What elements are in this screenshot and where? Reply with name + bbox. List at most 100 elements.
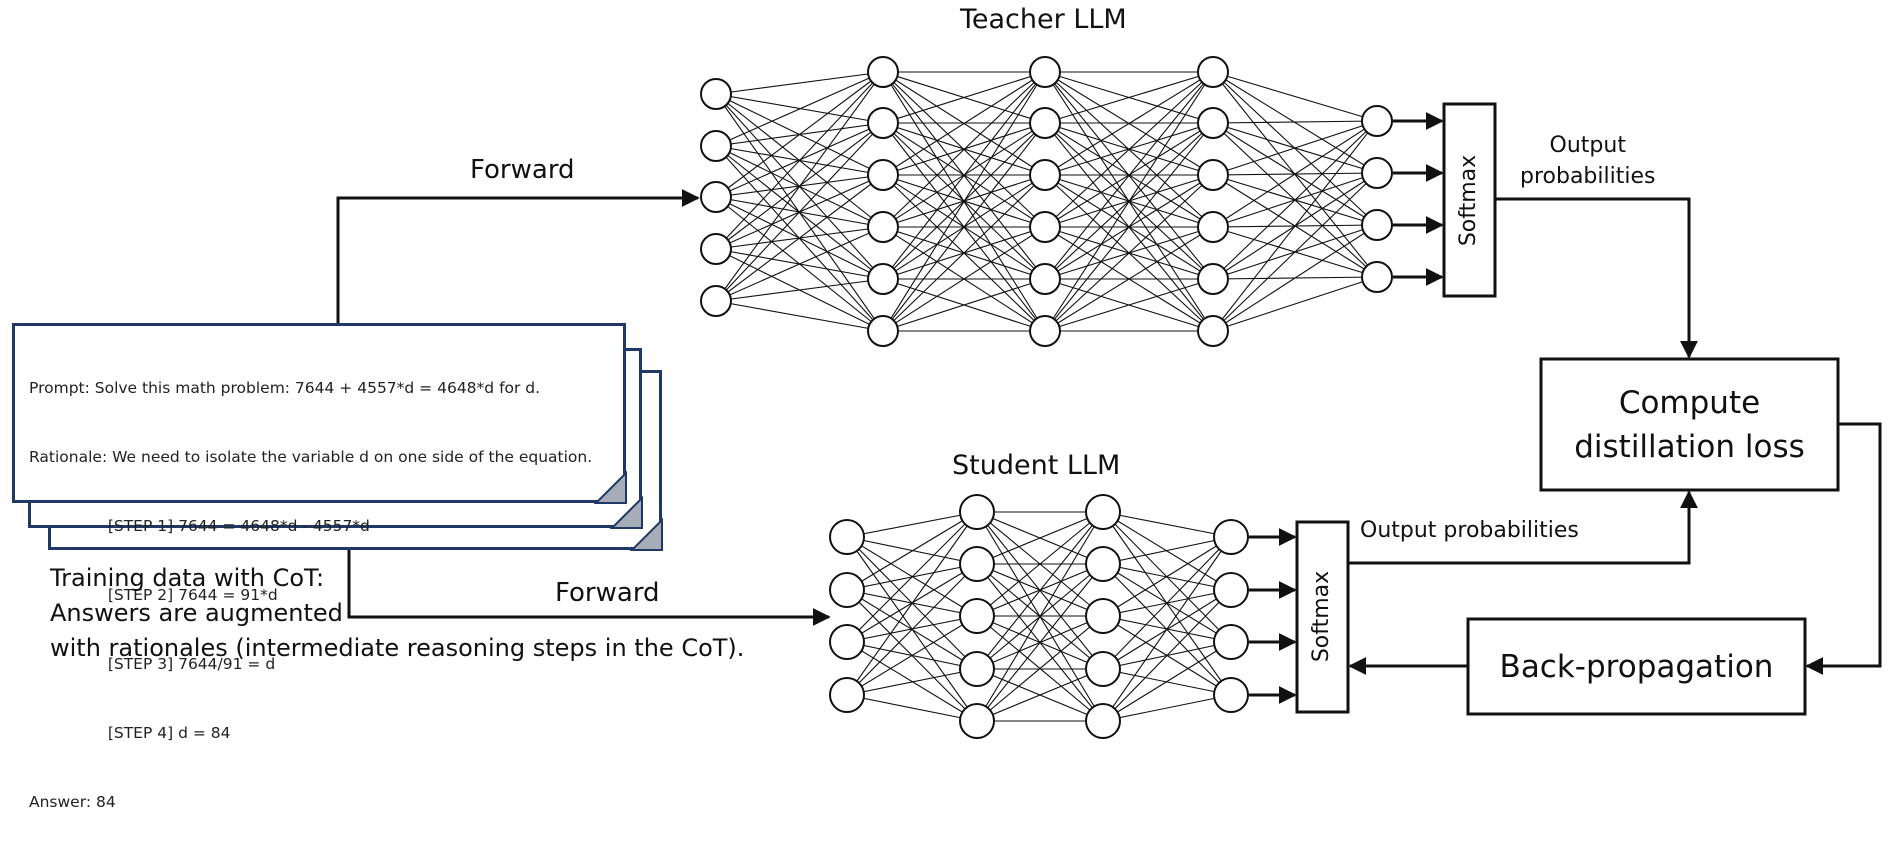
student-neuron xyxy=(1213,677,1249,713)
document-line: Prompt: Solve this math problem: 7644 + … xyxy=(29,379,541,397)
teacher-neuron xyxy=(1029,107,1061,139)
teacher-edge xyxy=(1212,276,1378,332)
document-line: Rationale: We need to isolate the variab… xyxy=(29,448,593,466)
teacher-neuron xyxy=(1361,157,1393,189)
student-edge xyxy=(846,511,978,591)
teacher-neuron xyxy=(1029,56,1061,88)
teacher-neuron xyxy=(1029,263,1061,295)
student-output-label: Output probabilities xyxy=(1360,518,1579,543)
student-neuron xyxy=(959,546,995,582)
student-neuron xyxy=(829,519,865,555)
student-edge xyxy=(846,615,978,696)
student-neuron xyxy=(1213,519,1249,555)
student-neuron xyxy=(829,677,865,713)
teacher-forward-label: Forward xyxy=(470,155,575,185)
teacher-neuron xyxy=(867,159,899,191)
teacher-neuron xyxy=(700,78,732,110)
teacher-edge xyxy=(1212,224,1378,332)
student-neuron xyxy=(1085,703,1121,739)
caption: Training data with CoT: Answers are augm… xyxy=(50,561,744,666)
fold-corner-back xyxy=(629,517,663,551)
distillation-loss-box xyxy=(1539,357,1840,492)
student-edge xyxy=(976,563,1104,722)
teacher-neuron xyxy=(1197,107,1229,139)
student-neuron xyxy=(959,598,995,634)
student-edge xyxy=(976,511,1104,722)
teacher-edge xyxy=(1212,120,1378,124)
teacher-neuron xyxy=(700,130,732,162)
teacher-edge xyxy=(1044,278,1214,332)
student-edge xyxy=(1102,511,1232,538)
teacher-edge xyxy=(715,71,884,302)
teacher-edge xyxy=(715,71,884,250)
teacher-neuron xyxy=(700,285,732,317)
teacher-neuron xyxy=(1197,159,1229,191)
teacher-softmax-label: Softmax xyxy=(1456,154,1482,247)
teacher-title: Teacher LLM xyxy=(960,4,1127,35)
backprop-label: Back-propagation xyxy=(1499,648,1774,685)
teacher-output-label-line1: Output xyxy=(1549,133,1626,158)
caption-line3: with rationales (intermediate reasoning … xyxy=(50,634,745,662)
student-edge xyxy=(1102,536,1232,565)
student-edge xyxy=(846,511,978,643)
flow-arrows xyxy=(336,112,1882,704)
backprop-box xyxy=(1466,617,1807,716)
teacher-network xyxy=(700,56,1393,347)
student-edge xyxy=(976,511,1104,565)
student-softmax-label: Softmax xyxy=(1309,570,1335,663)
teacher-output-label: Output probabilities xyxy=(1520,130,1655,192)
teacher-neuron xyxy=(1197,263,1229,295)
teacher-edge xyxy=(1044,71,1214,176)
teacher-neuron xyxy=(867,315,899,347)
teacher-edge xyxy=(1044,71,1214,280)
document-line: [STEP 1] 7644 = 4648*d - 4557*d xyxy=(29,517,370,535)
teacher-edge xyxy=(715,122,884,302)
teacher-edge xyxy=(1212,172,1378,332)
student-edge xyxy=(846,511,978,696)
student-softmax-box xyxy=(1295,520,1350,714)
teacher-neuron xyxy=(1361,105,1393,137)
student-edge xyxy=(1102,536,1232,617)
teacher-neuron xyxy=(1029,211,1061,243)
teacher-edge xyxy=(1044,226,1214,332)
student-output-arrow xyxy=(1349,490,1698,565)
teacher-neuron xyxy=(1197,211,1229,243)
student-edge xyxy=(976,511,1104,670)
student-forward-label: Forward xyxy=(555,578,660,608)
document-card-front: Prompt: Solve this math problem: 7644 + … xyxy=(12,323,626,811)
teacher-edge xyxy=(715,71,884,198)
teacher-edge xyxy=(1044,71,1214,332)
document-folds xyxy=(593,470,663,551)
teacher-edge xyxy=(882,71,1046,176)
student-edge xyxy=(846,694,978,722)
student-edge xyxy=(1102,641,1232,722)
teacher-neuron xyxy=(867,263,899,295)
loss-to-backprop-arrow xyxy=(1805,422,1882,675)
teacher-edge xyxy=(882,71,1046,228)
teacher-edge xyxy=(882,71,1046,124)
student-network xyxy=(829,494,1249,739)
teacher-neuron xyxy=(1361,261,1393,293)
student-edge xyxy=(846,563,978,696)
teacher-softmax-box xyxy=(1442,102,1497,298)
teacher-edge xyxy=(882,278,1046,332)
teacher-neuron xyxy=(867,211,899,243)
student-title: Student LLM xyxy=(952,450,1121,481)
student-neuron xyxy=(829,624,865,660)
student-edge xyxy=(1102,589,1232,722)
student-neuron xyxy=(1213,572,1249,608)
teacher-edge xyxy=(1212,120,1378,176)
teacher-edge xyxy=(715,71,884,95)
student-neuron xyxy=(1085,546,1121,582)
document-text: Prompt: Solve this math problem: 7644 + … xyxy=(29,331,592,860)
teacher-edge xyxy=(1044,174,1214,332)
document-line: Answer: 84 xyxy=(29,793,116,811)
teacher-neuron xyxy=(1197,315,1229,347)
student-edge xyxy=(1102,536,1232,670)
teacher-neuron xyxy=(700,181,732,213)
teacher-neuron xyxy=(1361,209,1393,241)
distillation-loss-label: Compute distillation loss xyxy=(1541,359,1838,490)
teacher-neuron xyxy=(1197,56,1229,88)
student-edge xyxy=(976,511,1104,617)
fold-corner-middle xyxy=(609,495,643,529)
